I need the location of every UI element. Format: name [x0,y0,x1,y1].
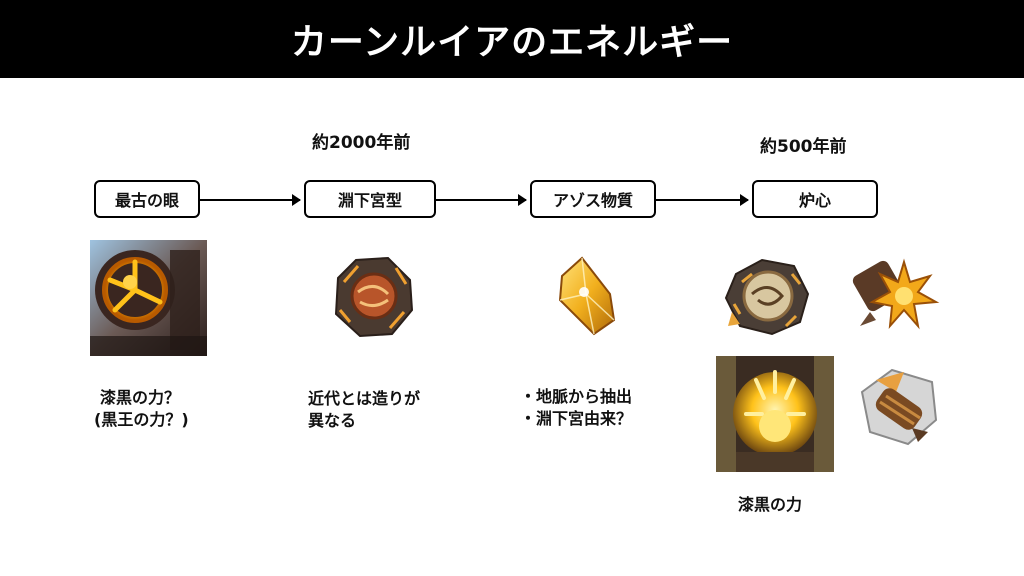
flow-arrow-3 [656,194,749,206]
core-caption: 漆黒の力 [738,495,803,514]
stage-oldest-eye: 最古の眼 [94,180,200,218]
enkanomiya-note-line1: 近代とは造りが [308,389,421,408]
stage-enkanomiya-type: 淵下宮型 [304,180,436,218]
azoth-note-line2: ・淵下宮由来？ [520,409,633,428]
stage-core: 炉心 [752,180,878,218]
glowing-ancient-eye-icon [90,240,207,356]
glowing-orb-machine-icon [716,356,834,472]
era-label-2000: 約2000年前 [312,133,411,153]
enkanomiya-core-device-icon [334,256,414,338]
yellow-crystal-icon [558,256,616,336]
ring-core-device-icon [724,258,810,336]
eye-note-line2: (黒王の力？) [94,410,189,429]
era-label-500: 約500年前 [760,137,847,157]
enkanomiya-note-line2: 異なる [308,411,357,430]
stage-azoth-material: アゾス物質 [530,180,656,218]
flow-arrow-1 [200,194,301,206]
page-title: カーンルイアのエネルギー [290,22,734,63]
shield-core-device-icon [860,368,938,446]
azoth-note-line1: ・地脈から抽出 [520,387,633,406]
eye-note-line1: 漆黒の力？ [100,388,181,407]
spiked-core-icon [852,258,940,330]
title-bar: カーンルイアのエネルギー [0,0,1024,78]
flow-arrow-2 [436,194,527,206]
